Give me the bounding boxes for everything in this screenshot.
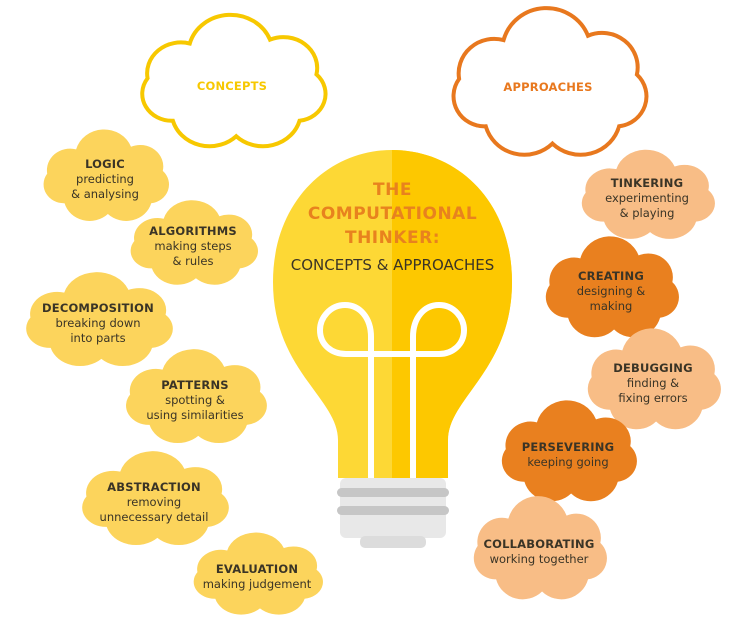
cloud-description: making steps	[154, 238, 232, 253]
cloud-shape	[26, 272, 173, 367]
cloud-title: PERSEVERING	[521, 440, 615, 454]
cloud-description: working together	[489, 552, 589, 566]
cloud-shape	[137, 30, 327, 142]
cloud-description: making judgement	[202, 577, 312, 591]
cloud-description: experimenting	[605, 190, 689, 205]
cloud-title: CONCEPTS	[196, 78, 268, 93]
cloud-title: LOGIC	[85, 156, 125, 171]
cloud-title: ABSTRACTION	[107, 479, 201, 494]
concepts-header: CONCEPTS	[137, 30, 327, 142]
cloud-description: predicting	[76, 171, 134, 186]
cloud-shape	[448, 25, 648, 150]
cloud-shape	[130, 200, 258, 285]
cloud-description: designing &	[576, 283, 646, 298]
bulb-title: THE COMPUTATIONAL THINKER: CONCEPTS & AP…	[270, 178, 515, 276]
cloud-title: ALGORITHMS	[149, 223, 237, 238]
cloud-shape	[581, 149, 715, 239]
cloud-title: COLLABORATING	[483, 537, 595, 551]
cloud-shape	[193, 532, 323, 615]
title-line-1: THE	[373, 180, 412, 200]
cloud-description: & playing	[619, 205, 675, 220]
approaches-header: APPROACHES	[448, 25, 648, 150]
cloud-shape	[43, 129, 170, 221]
cloud-shape	[501, 400, 637, 502]
cloud-shape	[473, 496, 607, 600]
cloud-shape	[126, 349, 267, 444]
cloud-shape	[545, 236, 679, 338]
cloud-title: DECOMPOSITION	[42, 300, 154, 315]
cloud-title: TINKERING	[610, 175, 684, 190]
cloud-description: breaking down	[55, 315, 141, 330]
cloud-title: DEBUGGING	[613, 360, 693, 375]
cloud-description: finding &	[626, 375, 680, 390]
cloud-title: EVALUATION	[215, 562, 299, 576]
cloud-description: & analysing	[71, 186, 139, 201]
cloud-description: keeping going	[527, 455, 609, 469]
cloud-shape	[587, 328, 721, 430]
cloud-shape	[82, 451, 229, 546]
subtitle: CONCEPTS & APPROACHES	[290, 256, 495, 274]
cloud-title: CREATING	[578, 268, 644, 283]
filament	[316, 301, 468, 478]
cloud-description: unnecessary detail	[99, 509, 209, 524]
cloud-title: APPROACHES	[503, 80, 593, 94]
bulb-base	[337, 478, 449, 548]
cloud-description: making	[589, 298, 633, 313]
cloud-description: spotting &	[165, 392, 225, 407]
title-line-2: COMPUTATIONAL	[307, 204, 478, 224]
cloud-description: fixing errors	[618, 390, 688, 405]
cloud-description: using similarities	[146, 407, 244, 422]
title-line-3: THINKER:	[344, 228, 441, 248]
cloud-description: removing	[126, 494, 182, 509]
cloud-description: & rules	[172, 253, 214, 268]
cloud-title: PATTERNS	[161, 377, 229, 392]
cloud-description: into parts	[70, 330, 126, 345]
